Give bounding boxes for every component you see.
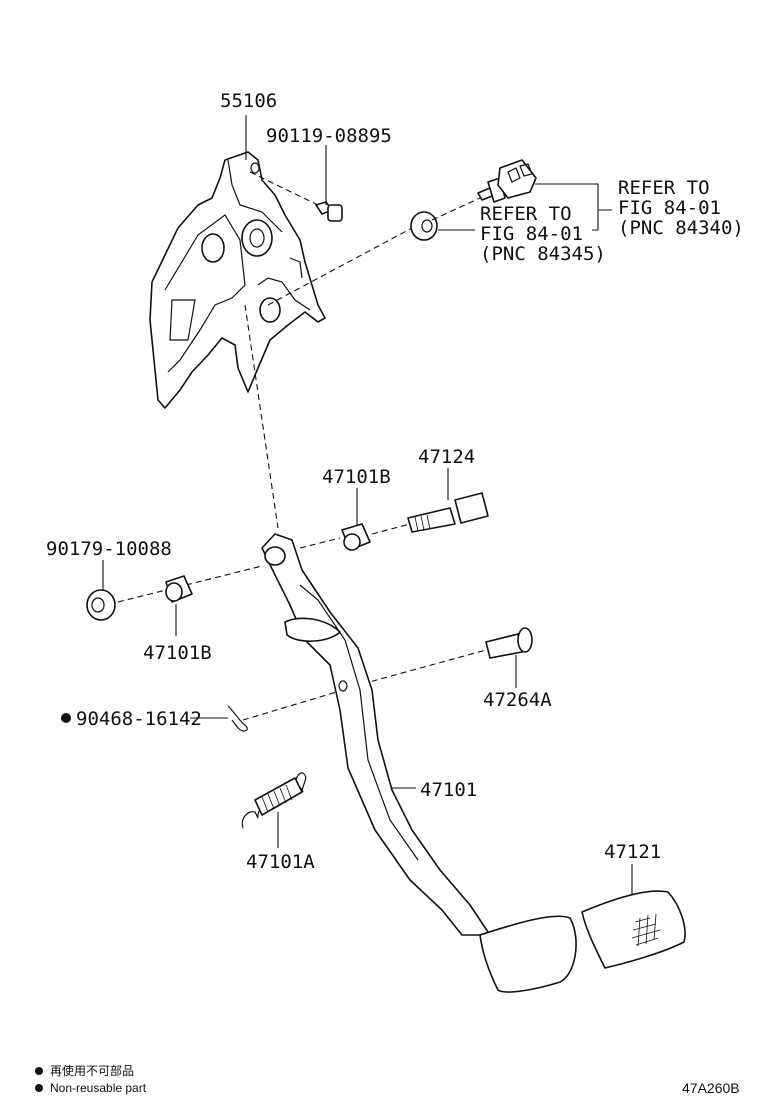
label-47124: 47124 — [418, 446, 475, 468]
assembly-lines — [117, 171, 487, 721]
label-90119-08895: 90119-08895 — [266, 125, 392, 147]
label-47121: 47121 — [604, 841, 661, 863]
clip-90468-16142[interactable] — [227, 705, 248, 732]
legend-line-2: Non-reusable part — [50, 1081, 147, 1095]
bushing-47101B-lower[interactable] — [165, 575, 193, 603]
ref-pnc-84340-line2: FIG 84-01 — [618, 197, 721, 219]
label-47101: 47101 — [420, 779, 477, 801]
label-47101B-lower: 47101B — [143, 642, 212, 664]
nut-90179-10088[interactable] — [86, 589, 116, 621]
legend-marker-1 — [35, 1067, 43, 1075]
bracket-55106[interactable] — [149, 151, 326, 409]
figure-code: 47A260B — [682, 1080, 740, 1096]
pedal-base[interactable] — [479, 915, 577, 993]
non-reusable-marker — [61, 713, 71, 723]
label-90179-10088: 90179-10088 — [46, 538, 172, 560]
ref-pnc-84340-line1: REFER TO — [618, 177, 710, 199]
ref-pnc-84345-line1: REFER TO — [480, 203, 572, 225]
label-47101A: 47101A — [246, 851, 315, 873]
stop-lamp-switch[interactable] — [477, 159, 537, 203]
bushing-47101B-upper[interactable] — [341, 523, 371, 551]
legend-line-1: 再使用不可部品 — [50, 1063, 134, 1078]
ref-pnc-84345-line3: (PNC 84345) — [480, 243, 606, 265]
legend: 再使用不可部品 Non-reusable part — [35, 1063, 147, 1095]
ref-pnc-84345-line2: FIG 84-01 — [480, 223, 583, 245]
leader-lines — [102, 115, 633, 895]
pin-47264A[interactable] — [485, 627, 533, 659]
label-90468-16142: 90468-16142 — [76, 708, 202, 730]
label-47101B-upper: 47101B — [322, 466, 391, 488]
label-55106: 55106 — [220, 90, 277, 112]
spring-47101A[interactable] — [241, 772, 307, 829]
pedal-pad-47121[interactable] — [581, 890, 686, 969]
bolt-90119-08895[interactable] — [315, 201, 343, 222]
legend-marker-2 — [35, 1084, 43, 1092]
label-47264A: 47264A — [483, 689, 552, 711]
pedal-arm-47101[interactable] — [261, 533, 491, 936]
part-labels: 55106 90119-08895 REFER TO FIG 84-01 (PN… — [46, 90, 744, 873]
ref-pnc-84340-line3: (PNC 84340) — [618, 217, 744, 239]
bolt-47124[interactable] — [407, 492, 489, 533]
pedal-cushion[interactable] — [410, 211, 438, 241]
